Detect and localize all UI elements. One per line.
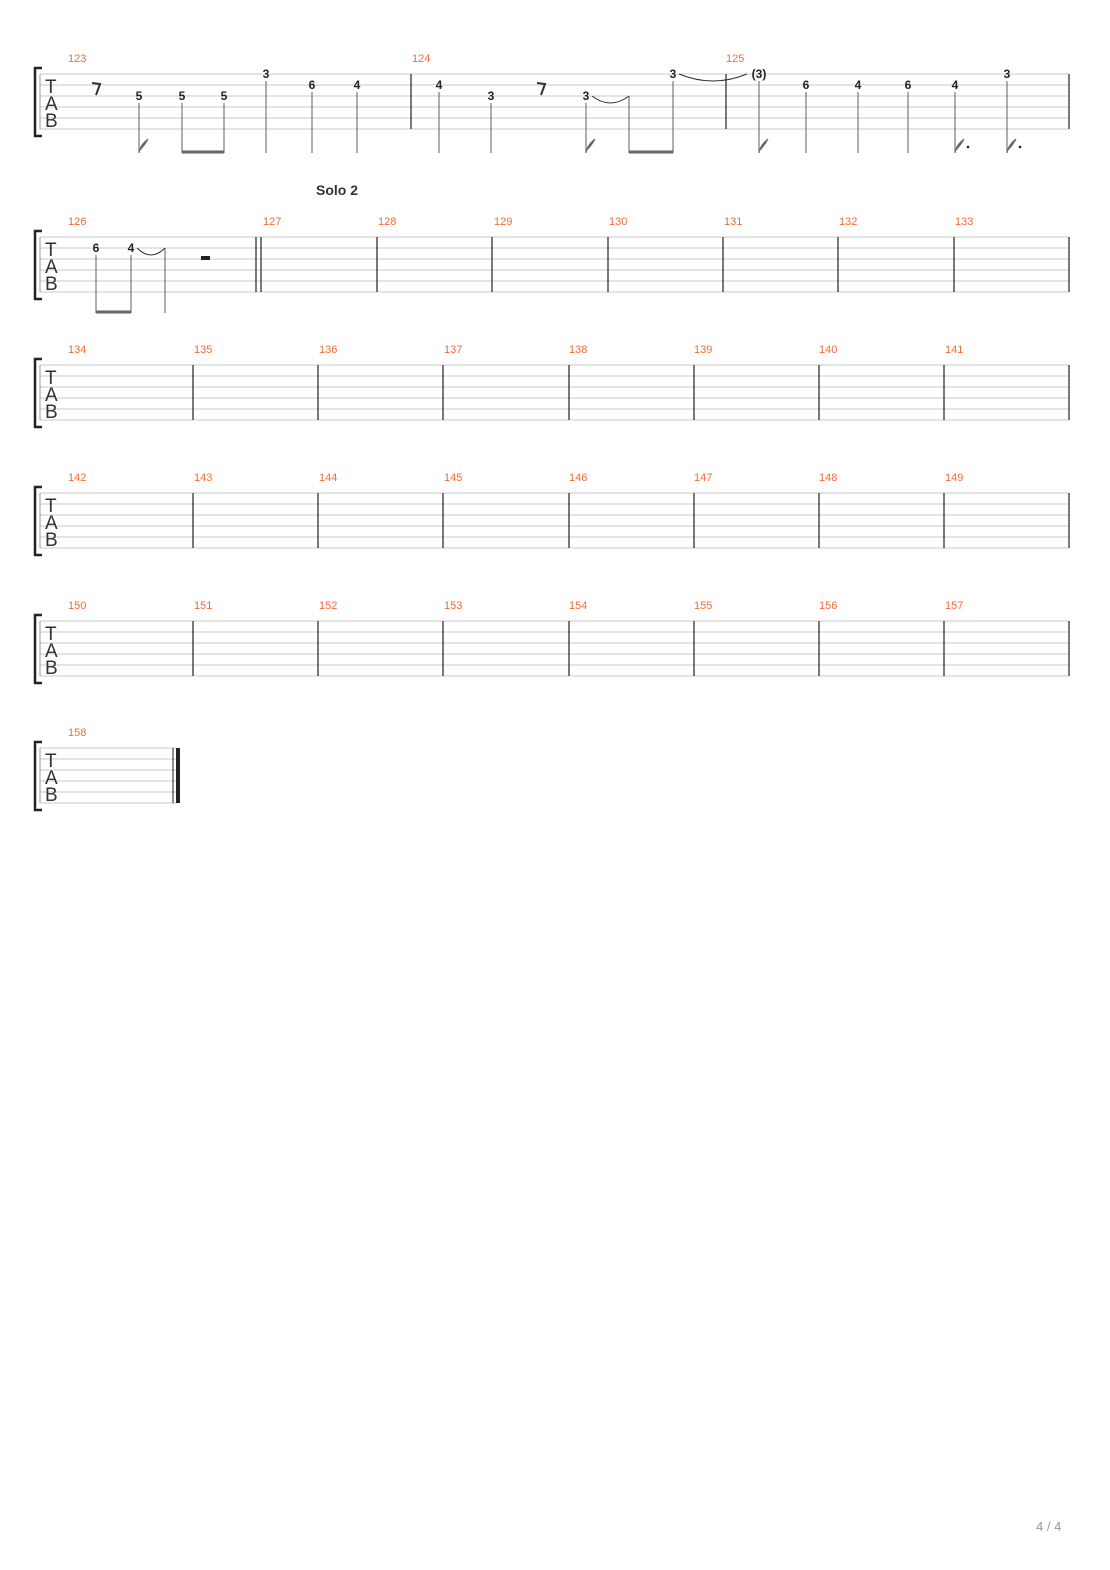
tab-system: TAB 126 127 128 129 130 131 132 133 6 4 [33,216,1070,314]
system-bracket [33,613,42,685]
measure-number: 154 [569,600,587,612]
fret-number: 4 [855,78,862,92]
fret-number: 5 [136,89,143,103]
system-bracket [33,229,42,301]
measure-number: 142 [68,472,86,484]
section-label: Solo 2 [316,182,358,198]
measure-number: 137 [444,344,462,356]
fret-number: 5 [221,89,228,103]
measure-number: 148 [819,472,837,484]
tab-clef-letter: T [45,240,57,261]
tab-system: TAB 142 143 144 145 146 147 148 149 [33,472,1070,557]
tab-clef-letter: T [45,751,57,772]
tab-clef-letter: T [45,496,57,517]
fret-number: 3 [583,89,590,103]
fret-number: 3 [670,67,677,81]
measure-number: 126 [68,216,86,228]
tab-clef-letter: A [45,768,58,789]
tab-clef-letter: B [45,785,58,806]
measure-number: 156 [819,600,837,612]
tab-clef-letter: B [45,274,58,295]
tab-clef-letter: B [45,402,58,423]
page-number: 4 / 4 [1036,1519,1062,1534]
measure-number: 124 [412,53,430,65]
fret-number: 4 [952,78,959,92]
fret-number: 5 [179,89,186,103]
system-bracket [33,740,42,812]
eighth-flag-icon [954,138,965,154]
measure-number: 131 [724,216,742,228]
tab-clef-letter: B [45,658,58,679]
measure-number: 135 [194,344,212,356]
fret-number: 3 [263,67,270,81]
fret-number: 6 [905,78,912,92]
tab-clef-letter: A [45,257,58,278]
tab-system: TAB 134 135 136 137 138 139 140 141 [33,344,1070,429]
measure-number: 141 [945,344,963,356]
eighth-flag-icon [758,138,769,154]
measure-number: 147 [694,472,712,484]
measure-number: 127 [263,216,281,228]
fret-number: 6 [803,78,810,92]
fret-number: 4 [128,241,135,255]
tie [591,95,630,104]
measure-number: 152 [319,600,337,612]
measure-number: 136 [319,344,337,356]
measure-number: 129 [494,216,512,228]
fret-number: 3 [488,89,495,103]
system-bracket [33,485,42,557]
fret-number: 3 [1004,67,1011,81]
measure-number: 143 [194,472,212,484]
measure-number: 146 [569,472,587,484]
measure-number: 145 [444,472,462,484]
tie [678,73,748,82]
measure-number: 133 [955,216,973,228]
tab-clef-letter: A [45,641,58,662]
measure-number: 130 [609,216,627,228]
tab-system: TAB 150 151 152 153 154 155 156 157 [33,600,1070,685]
fret-number: 4 [436,78,443,92]
system-bracket [33,66,42,138]
measure-number: 157 [945,600,963,612]
measure-number: 125 [726,53,744,65]
fret-number: 6 [309,78,316,92]
tab-clef-letter: A [45,94,58,115]
tab-clef-letter: A [45,513,58,534]
eighth-flag-icon [585,138,596,154]
system-bracket [33,357,42,429]
tab-clef-letter: T [45,624,57,645]
measure-number: 153 [444,600,462,612]
fret-number: (3) [752,67,767,81]
tab-clef-letter: A [45,385,58,406]
tab-clef-letter: B [45,530,58,551]
tab-clef-letter: T [45,368,57,389]
tab-system: TAB 123 124 125 5 5 5 3 6 4 4 3 3 3 (3) 6 4 6 4 3 [33,53,1070,154]
eighth-flag-icon [1006,138,1017,154]
tab-system: TAB 158 [33,727,180,812]
measure-number: 138 [569,344,587,356]
tie [136,247,166,256]
measure-number: 150 [68,600,86,612]
measure-number: 155 [694,600,712,612]
measure-number: 151 [194,600,212,612]
measure-number: 158 [68,727,86,739]
eighth-flag-icon [138,138,149,154]
measure-number: 139 [694,344,712,356]
fret-number: 4 [354,78,361,92]
dot-icon [966,145,970,149]
half-rest-icon [201,256,210,260]
fret-number: 6 [93,241,100,255]
dot-icon [1018,145,1022,149]
tab-clef-letter: T [45,77,57,98]
measure-number: 132 [839,216,857,228]
measure-number: 123 [68,53,86,65]
measure-number: 149 [945,472,963,484]
sixteenth-rest-icon [91,82,102,96]
measure-number: 144 [319,472,337,484]
tab-clef-letter: B [45,111,58,132]
measure-number: 134 [68,344,86,356]
measure-number: 140 [819,344,837,356]
measure-number: 128 [378,216,396,228]
sixteenth-rest-icon [536,82,547,96]
